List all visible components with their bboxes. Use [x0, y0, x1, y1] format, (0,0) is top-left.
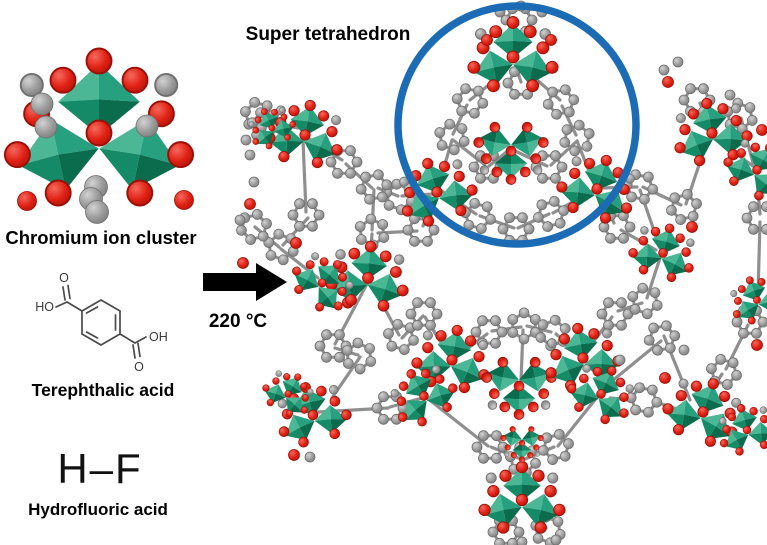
oxygen-atom [751, 339, 763, 351]
chromium-cluster-illustration [5, 49, 194, 224]
linker-bond [490, 325, 523, 333]
terephthalic-acid-structure: HO O OH O [35, 271, 168, 374]
chromium-cluster-label: Chromium ion cluster [5, 227, 196, 248]
oxygen-atom [756, 124, 767, 136]
benzene-ring [660, 185, 708, 229]
linker-bond [425, 396, 490, 448]
benzene-ring [527, 192, 575, 236]
benzene-ring [532, 425, 580, 469]
hydrofluoric-acid-label: Hydrofluoric acid [28, 500, 168, 519]
hf-formula: H–F [57, 445, 142, 492]
carbon-atom [304, 451, 316, 463]
benzene-ring [553, 115, 601, 161]
benzene-ring [401, 212, 441, 248]
terephthalic-acid-label: Terephthalic acid [32, 380, 175, 400]
oxygen-atom [237, 257, 249, 269]
benzene-ring [286, 197, 326, 233]
oxygen-atom [662, 76, 674, 88]
temperature-label: 220 °C [209, 311, 268, 332]
super-tetrahedron-highlight [394, 2, 640, 248]
benzene-ring [740, 200, 767, 236]
ho-group-label: HO [35, 300, 54, 314]
reaction-arrow [203, 263, 287, 301]
carbonyl-o-top-label: O [59, 271, 69, 285]
super-tetrahedron-circle [394, 2, 640, 248]
linker-bond [301, 138, 308, 214]
carbon-atom [248, 176, 260, 188]
oxygen-atom [290, 237, 302, 249]
linker-bond [487, 148, 511, 168]
carbonyl-o-bottom-label: O [134, 360, 144, 374]
chromium-oxide-cluster [468, 17, 558, 92]
oxygen-atom [545, 34, 557, 46]
benzene-ring [595, 296, 635, 332]
linker-bond [511, 148, 549, 168]
carbon-atom [614, 354, 626, 366]
carbon-atom [550, 534, 562, 545]
oxygen-atom [288, 449, 300, 461]
chromium-oxide-cluster [268, 373, 356, 452]
carbon-atom [678, 344, 690, 356]
chromium-oxide-cluster [482, 357, 556, 419]
oh-group-label: OH [149, 330, 168, 344]
carbon-atom [672, 56, 684, 68]
linker-bond [616, 301, 644, 313]
carbon-atom [244, 149, 256, 161]
carbon-atom [724, 89, 736, 101]
carbon-atom [516, 536, 528, 545]
carbon-atom [240, 134, 252, 146]
super-tetrahedron-label: Super tetrahedron [246, 24, 411, 45]
mof-framework [230, 0, 767, 545]
oxygen-atom [481, 34, 493, 46]
oxygen-atom [244, 198, 256, 210]
carbon-atom [234, 214, 246, 226]
oxygen-atom [686, 221, 698, 233]
oxygen-atom [659, 372, 671, 384]
carbon-atom [658, 64, 670, 76]
chromium-oxide-cluster [479, 461, 565, 533]
linker-bond [516, 212, 551, 230]
oxygen-atom [345, 294, 357, 306]
